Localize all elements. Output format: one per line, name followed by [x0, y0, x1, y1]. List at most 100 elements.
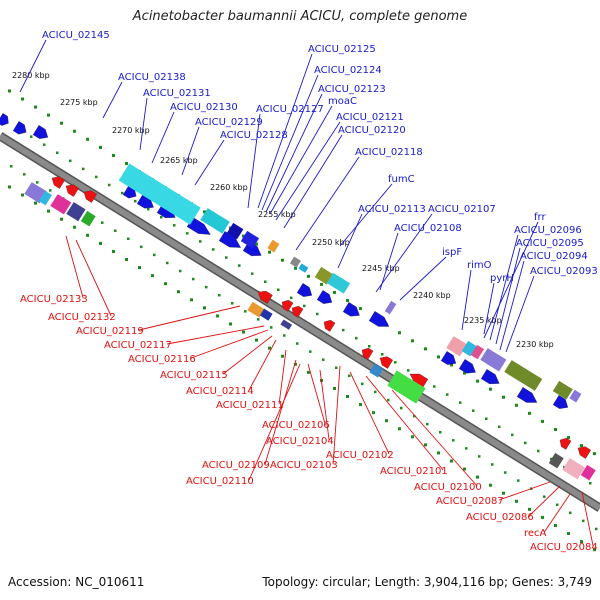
gene-block-navy: [66, 202, 86, 222]
tick-dot: [49, 189, 52, 192]
tick-dot: [411, 339, 414, 343]
tick-dot: [515, 403, 518, 407]
tick-dot: [502, 395, 505, 399]
forward-gene-label: ACICU_02125: [308, 44, 376, 55]
reverse-leader-line: [581, 491, 594, 547]
reverse-gene-label: ACICU_02114: [186, 386, 254, 397]
forward-leader-line: [194, 139, 225, 186]
forward-gene-label: moaC: [328, 96, 357, 107]
reverse-gene-label: ACICU_02106: [262, 420, 330, 431]
reverse-gene-label: recA: [524, 528, 547, 539]
reverse-gene-arrow: [323, 319, 336, 332]
tick-dot: [229, 322, 232, 326]
tick-dot: [437, 451, 440, 455]
scale-label: 2245 kbp: [362, 264, 400, 273]
tick-dot: [303, 304, 306, 308]
forward-gene-label: ACICU_02121: [336, 112, 404, 123]
tick-dot: [489, 387, 492, 391]
tick-dot: [86, 233, 89, 237]
tick-dot: [307, 370, 310, 374]
scale-label: 2235 kbp: [464, 316, 502, 325]
tick-dot: [294, 266, 297, 270]
forward-leader-line: [483, 282, 495, 335]
tick-dot: [296, 342, 299, 345]
forward-gene-label: rimO: [467, 260, 492, 271]
reverse-leader-line: [498, 481, 551, 501]
tick-dot: [580, 444, 583, 448]
tick-dot: [372, 411, 375, 415]
reverse-leader-line: [528, 485, 561, 517]
tick-dot: [459, 401, 462, 404]
tick-dot: [387, 398, 390, 402]
tick-dot: [99, 145, 102, 149]
tick-dot: [34, 105, 37, 109]
reverse-gene-label: ACICU_02116: [128, 354, 196, 365]
tick-dot: [411, 435, 414, 439]
forward-gene-arrow: [368, 311, 390, 327]
tick-dot: [8, 185, 11, 189]
forward-leader-line: [375, 213, 433, 293]
tick-dot: [242, 330, 245, 334]
scale-label: 2260 kbp: [210, 183, 248, 192]
reverse-leader-line: [349, 371, 390, 455]
forward-leader-line: [275, 121, 341, 221]
gene-labels: ACICU_02145ACICU_02138ACICU_02131ACICU_0…: [20, 30, 598, 553]
reverse-gene-label: ACICU_02084: [530, 542, 598, 553]
tick-dot: [335, 366, 338, 369]
tick-dot: [359, 403, 362, 407]
tick-dot: [114, 229, 117, 232]
gene-block-orange: [267, 239, 280, 253]
forward-gene-label: ACICU_02124: [314, 65, 382, 76]
tick-dot: [537, 449, 540, 453]
tick-dot: [86, 137, 89, 141]
forward-leader-line: [499, 260, 525, 351]
reverse-gene-label: ACICU_02132: [48, 312, 116, 323]
tick-dot: [255, 338, 258, 342]
tick-dot: [450, 363, 453, 367]
forward-leader-line: [261, 74, 319, 211]
tick-dot: [511, 433, 514, 437]
topology-text: Topology: circular; Length: 3,904,116 bp…: [262, 575, 592, 589]
tick-dot: [556, 503, 559, 507]
tick-dot: [186, 232, 189, 235]
tick-dot: [359, 307, 362, 311]
tick-dot: [268, 250, 271, 254]
gene-block-olive: [552, 380, 573, 400]
tick-dot: [437, 355, 440, 359]
tick-dot: [472, 409, 475, 412]
tick-dot: [450, 459, 453, 463]
tick-dot: [60, 121, 63, 125]
accession-text: Accession: NC_010611: [8, 575, 145, 589]
tick-dot: [192, 277, 195, 281]
tick-dot: [212, 248, 215, 251]
gene-block-olive: [504, 360, 543, 391]
tick-dot: [361, 382, 364, 386]
tick-dot: [10, 165, 13, 168]
forward-leader-line: [265, 93, 323, 213]
tick-dot: [138, 266, 141, 270]
forward-gene-label: ACICU_02131: [143, 88, 211, 99]
tick-dot: [426, 422, 429, 426]
forward-gene-label: ACICU_02095: [516, 238, 584, 249]
reverse-gene-label: ACICU_02100: [414, 482, 482, 493]
forward-gene-label: ispF: [442, 247, 462, 258]
forward-gene-label: ACICU_02123: [318, 84, 386, 95]
forward-gene-arrow: [440, 351, 457, 365]
forward-leader-line: [379, 232, 399, 291]
tick-dot: [595, 527, 598, 531]
scale-label: 2280 kbp: [12, 71, 50, 80]
reverse-leader-line: [365, 375, 444, 471]
gene-block-green: [80, 210, 96, 227]
tick-dot: [398, 331, 401, 335]
scale-label: 2265 kbp: [160, 156, 198, 165]
forward-gene-label: ACICU_02120: [338, 125, 406, 136]
forward-leader-line: [283, 134, 343, 229]
reverse-leader-line: [391, 389, 478, 487]
forward-gene-label: ACICU_02129: [195, 117, 263, 128]
tick-dot: [216, 314, 219, 318]
reverse-gene-label: ACICU_02086: [466, 512, 534, 523]
reverse-gene-arrow: [291, 305, 304, 318]
tick-dot: [244, 310, 247, 313]
tick-dot: [348, 374, 351, 378]
gene-block-pink: [446, 336, 468, 357]
